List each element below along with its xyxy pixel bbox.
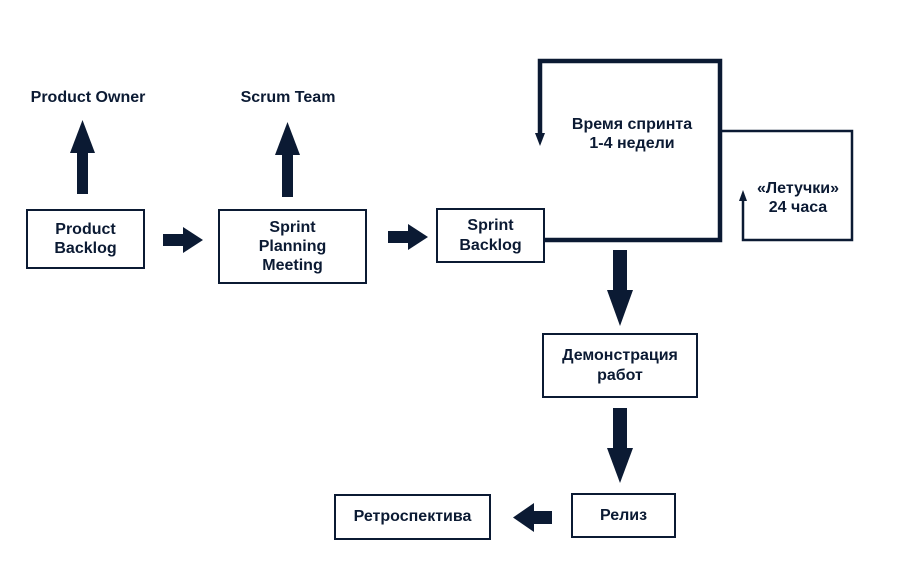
daily-standups-label: «Летучки» 24 часа: [757, 180, 839, 217]
arrow-right-planning-to-sprint-backlog: [388, 224, 428, 250]
retrospective-box: Ретроспектива: [334, 494, 491, 540]
arrow-up-product-owner: [70, 120, 95, 194]
arrow-up-scrum-team: [275, 122, 300, 197]
arrow-right-backlog-to-planning: [163, 227, 203, 253]
product-backlog-box: Product Backlog: [26, 209, 145, 269]
product-owner-label: Product Owner: [30, 89, 146, 106]
sprint-backlog-box: Sprint Backlog: [436, 208, 545, 263]
daily-standups-loop: [722, 129, 854, 242]
sprint-cycle-arrowhead: [535, 133, 545, 146]
arrow-left-to-retrospective: [513, 503, 552, 532]
release-box: Релиз: [571, 493, 676, 538]
arrow-down-to-release: [607, 408, 633, 483]
sprint-duration-label: Время спринта 1-4 недели: [571, 116, 693, 153]
scrum-team-label: Scrum Team: [240, 89, 336, 106]
demonstration-box: Демонстрация работ: [542, 333, 698, 398]
sprint-cycle-loop: [537, 58, 723, 243]
arrow-down-to-demonstration: [607, 250, 633, 326]
sprint-planning-meeting-box: Sprint Planning Meeting: [218, 209, 367, 284]
daily-standups-arrowhead: [739, 190, 747, 201]
